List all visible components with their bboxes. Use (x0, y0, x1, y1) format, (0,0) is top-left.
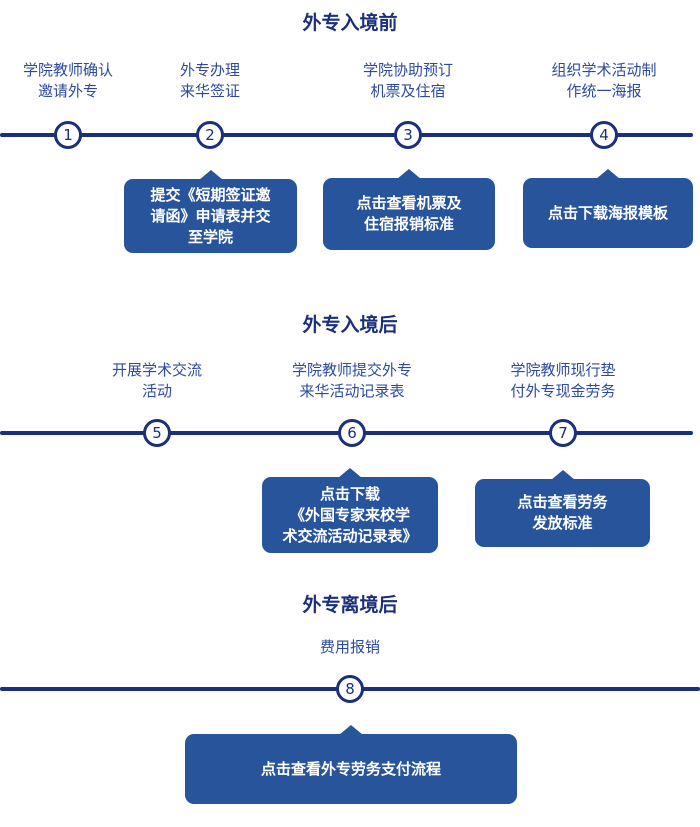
callout-pointer-up-icon (397, 169, 421, 179)
section-title-after-departure: 外专离境后 (302, 594, 398, 616)
timeline-before-entry (0, 133, 693, 137)
step-4-label: 组织学术活动制 作统一海报 (551, 61, 657, 100)
callout-submit-visa-invitation[interactable]: 提交《短期签证邀 请函》申请表并交 至学院 (124, 170, 297, 253)
step-1-label: 学院教师确认 邀请外专 (22, 61, 113, 100)
step-1-node: 1 (54, 121, 82, 149)
callout-text: 点击查看劳务 发放标准 (517, 493, 608, 532)
step-3-label: 学院协助预订 机票及住宿 (362, 61, 453, 100)
callout-pointer-up-icon (339, 725, 363, 735)
callout-pointer-up-icon (550, 470, 575, 480)
callout-view-ticket-lodging-standard[interactable]: 点击查看机票及 住宿报销标准 (323, 169, 495, 250)
callout-download-activity-record-form[interactable]: 点击下载 《外国专家来校学 术交流活动记录表》 (262, 468, 438, 553)
step-4-node: 4 (590, 121, 618, 149)
step-7-label: 学院教师现行垫 付外专现金劳务 (510, 361, 616, 400)
step-3-node: 3 (394, 121, 422, 149)
callout-pointer-up-icon (338, 468, 362, 478)
step-8-label: 费用报销 (319, 638, 380, 656)
callout-text: 点击下载 《外国专家来校学 术交流活动记录表》 (282, 484, 418, 545)
callout-view-labor-payment-process[interactable]: 点击查看外专劳务支付流程 (185, 725, 517, 804)
callout-pointer-up-icon (198, 170, 223, 180)
step-2-node: 2 (196, 121, 224, 149)
callout-text: 点击下载海报模板 (547, 203, 668, 222)
section-title-after-entry: 外专入境后 (302, 314, 398, 336)
step-7-node: 7 (549, 419, 577, 447)
callout-text: 提交《短期签证邀 请函》申请表并交 至学院 (150, 185, 271, 246)
step-5-label: 开展学术交流 活动 (111, 361, 202, 400)
callout-download-poster-template[interactable]: 点击下载海报模板 (523, 169, 693, 248)
step-6-label: 学院教师提交外专 来华活动记录表 (291, 361, 412, 400)
step-8-node: 8 (336, 675, 364, 703)
step-5-node: 5 (143, 419, 171, 447)
step-6-node: 6 (338, 419, 366, 447)
callout-view-labor-payment-standard[interactable]: 点击查看劳务 发放标准 (475, 470, 650, 547)
callout-text: 点击查看外专劳务支付流程 (260, 759, 441, 778)
step-2-label: 外专办理 来华签证 (179, 61, 240, 100)
callout-text: 点击查看机票及 住宿报销标准 (356, 194, 462, 233)
section-title-before-entry: 外专入境前 (302, 12, 398, 34)
callout-pointer-up-icon (596, 169, 620, 179)
